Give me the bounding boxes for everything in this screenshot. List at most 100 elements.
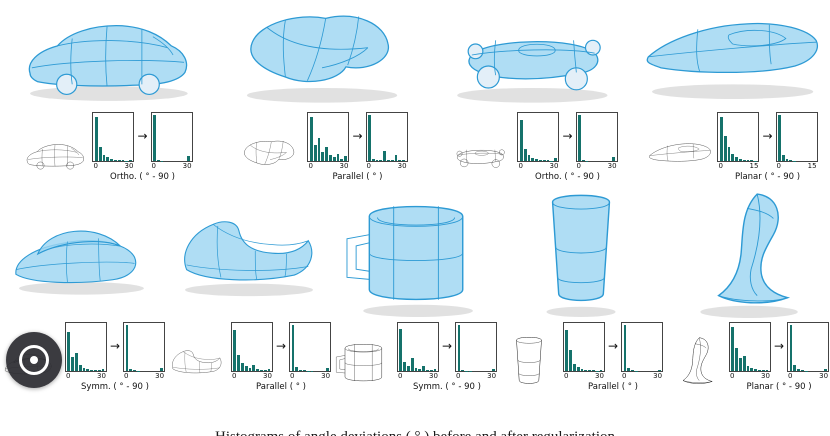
arrow-icon: → <box>275 339 287 353</box>
histogram-bar <box>403 361 407 371</box>
axis-tick-label: 0 <box>518 162 523 170</box>
histogram-bar <box>727 147 731 161</box>
histogram-bar <box>390 160 394 161</box>
histogram-bar <box>578 114 581 161</box>
histogram-bar <box>156 159 160 161</box>
histogram-before-plot <box>64 322 107 372</box>
histogram-bar <box>746 366 750 371</box>
histogram-bar <box>106 157 110 161</box>
histogram-bar <box>800 370 804 371</box>
histogram-after-plot <box>455 322 498 372</box>
histogram-bar <box>71 357 75 371</box>
arrow-icon: → <box>562 129 573 143</box>
histogram-bar <box>554 158 557 161</box>
histogram-bar <box>429 370 433 371</box>
axis-tick-label: 30 <box>653 372 663 380</box>
histogram-bar <box>187 156 190 161</box>
histogram-bar <box>731 154 735 161</box>
histogram-bar <box>371 158 375 161</box>
axis-tick-label: 0 <box>366 162 371 170</box>
axis-tick-label: 0 <box>151 162 156 170</box>
axis-tick-label: 0 <box>576 162 581 170</box>
histogram-bar <box>793 364 797 371</box>
histogram-bar <box>739 358 742 371</box>
histogram-bar <box>592 370 595 371</box>
histogram-bar <box>256 369 260 371</box>
histogram-bar <box>623 324 627 371</box>
histogram-bar <box>581 159 585 161</box>
lens-icon <box>19 345 49 375</box>
histogram-bar <box>750 368 754 371</box>
histogram-bar <box>67 331 71 371</box>
constraint-label: Ortho. ( ° - 90 ) <box>110 172 175 182</box>
histogram-bar <box>102 154 106 161</box>
model-render-glass <box>498 188 664 320</box>
histogram-bar <box>340 158 344 161</box>
image-search-lens-button[interactable] <box>6 332 62 388</box>
model-sketch-sedan <box>22 128 88 182</box>
histogram-bar <box>461 369 465 371</box>
histogram-bar <box>313 144 317 161</box>
axis-tick-label: 0 <box>729 372 735 380</box>
histogram-before-plot <box>517 112 560 162</box>
histogram-bar <box>723 135 727 161</box>
histogram-bar <box>379 160 383 161</box>
arrow-icon: → <box>109 339 121 353</box>
axis-tick-label: 0 <box>563 372 569 380</box>
histogram-bar <box>94 370 97 371</box>
histogram-after-plot <box>123 322 166 372</box>
histogram-bar <box>368 114 371 161</box>
axis-tick-label: 0 <box>308 162 313 170</box>
constraint-label: Symm. ( ° - 90 ) <box>81 382 149 392</box>
histogram-bar <box>738 158 742 161</box>
histogram-after-plot <box>150 112 193 162</box>
axis-tick-label: 30 <box>339 162 349 170</box>
histogram-bar <box>410 358 414 371</box>
arrow-icon: → <box>773 339 785 353</box>
histogram-bar <box>565 329 569 371</box>
histogram-bar <box>260 369 263 371</box>
histogram-bar <box>237 354 241 371</box>
histogram-bar <box>778 114 781 161</box>
model-render-hull <box>166 188 332 320</box>
histogram-bar <box>263 370 267 371</box>
histogram-bar <box>295 367 299 371</box>
histogram-bar <box>535 159 538 161</box>
axis-tick-label: 30 <box>124 162 134 170</box>
histogram-bar <box>252 365 256 371</box>
histogram-bar <box>785 159 789 161</box>
model-render-sedan <box>0 0 215 110</box>
histogram-bar <box>244 366 248 371</box>
histogram-bar <box>121 160 125 161</box>
lens-dot-icon <box>30 356 38 364</box>
